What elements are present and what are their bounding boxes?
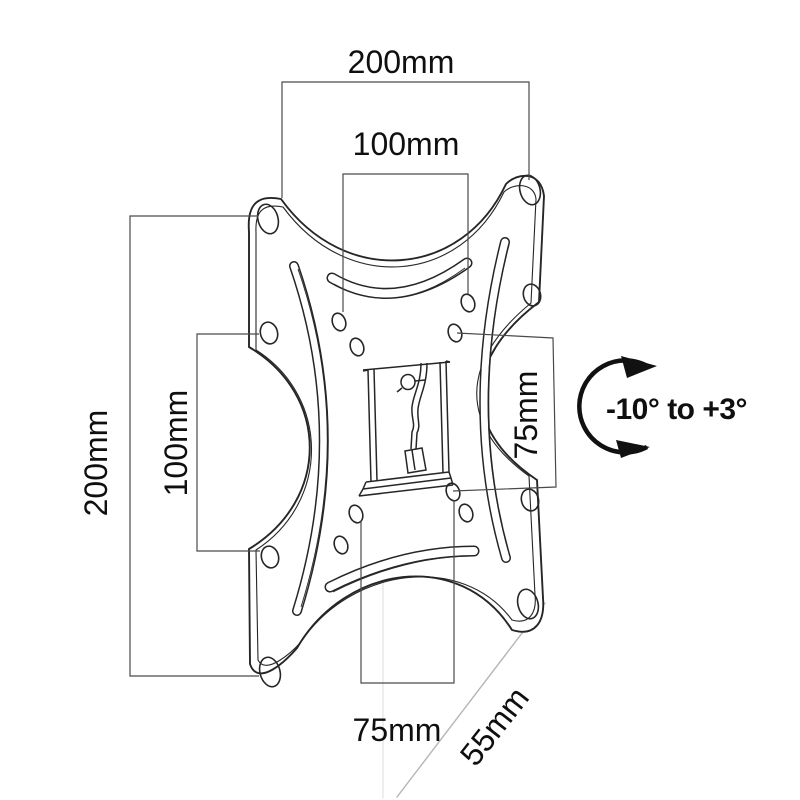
tilt-arrow-top xyxy=(621,356,657,378)
arm-hole xyxy=(259,321,279,345)
dim-top-inner-lines xyxy=(342,173,469,312)
arm-hole xyxy=(260,545,280,569)
depth-dimension-line xyxy=(396,602,546,798)
corner-slot-hole xyxy=(258,656,282,688)
vesa100-hole xyxy=(333,535,349,555)
mounting-holes xyxy=(256,174,542,688)
vesa100-hole xyxy=(331,312,347,332)
tilt-mechanism xyxy=(358,360,454,497)
mechanism-pivot-hole xyxy=(400,373,416,391)
dim-right-vesa-lines xyxy=(452,332,557,492)
label-depth: 55mm xyxy=(453,680,536,772)
label-left-inner: 100mm xyxy=(158,390,194,497)
dim-left-outer-lines xyxy=(129,215,259,677)
dim-top-outer-lines xyxy=(281,81,530,198)
label-right-vesa: 75mm xyxy=(508,371,544,460)
mechanism-bottom-bar xyxy=(358,471,454,497)
vesa75-hole xyxy=(349,337,365,357)
label-bottom-vesa: 75mm xyxy=(353,712,442,748)
mechanism-foot xyxy=(404,447,427,474)
mechanism-right-rail xyxy=(439,360,451,474)
label-left-outer: 200mm xyxy=(78,410,114,517)
vesa100-hole xyxy=(460,293,476,313)
mechanism-hook xyxy=(410,362,428,450)
mechanism-pivot-tick xyxy=(396,379,426,393)
arm-hole xyxy=(522,283,542,307)
corner-slot-hole xyxy=(518,174,542,206)
vesa75-hole xyxy=(445,482,461,502)
label-top-inner: 100mm xyxy=(353,126,460,162)
slot-bottom xyxy=(324,545,480,593)
slot-right xyxy=(479,237,511,563)
tilt-arrow-bottom xyxy=(616,440,650,458)
dim-left-inner-lines xyxy=(196,333,260,552)
corner-slot-hole xyxy=(516,588,540,620)
label-tilt-range: -10° to +3° xyxy=(606,393,747,426)
vesa75-hole xyxy=(447,323,463,343)
curved-slots xyxy=(289,237,511,616)
corner-slot-hole xyxy=(256,203,280,235)
dim-bottom-vesa-lines xyxy=(360,500,455,684)
bracket-plate xyxy=(247,174,545,688)
slot-left xyxy=(289,261,329,616)
vesa100-hole xyxy=(458,503,474,523)
arm-hole xyxy=(520,488,540,512)
label-top-outer: 200mm xyxy=(348,44,455,80)
vesa75-hole xyxy=(348,504,364,524)
dimension-lines xyxy=(129,81,557,684)
mechanism-top-edge xyxy=(362,361,451,371)
tilt-annotation: -10° to +3° xyxy=(577,356,748,458)
mechanism-left-rail xyxy=(362,368,378,483)
slot-top xyxy=(326,257,473,299)
